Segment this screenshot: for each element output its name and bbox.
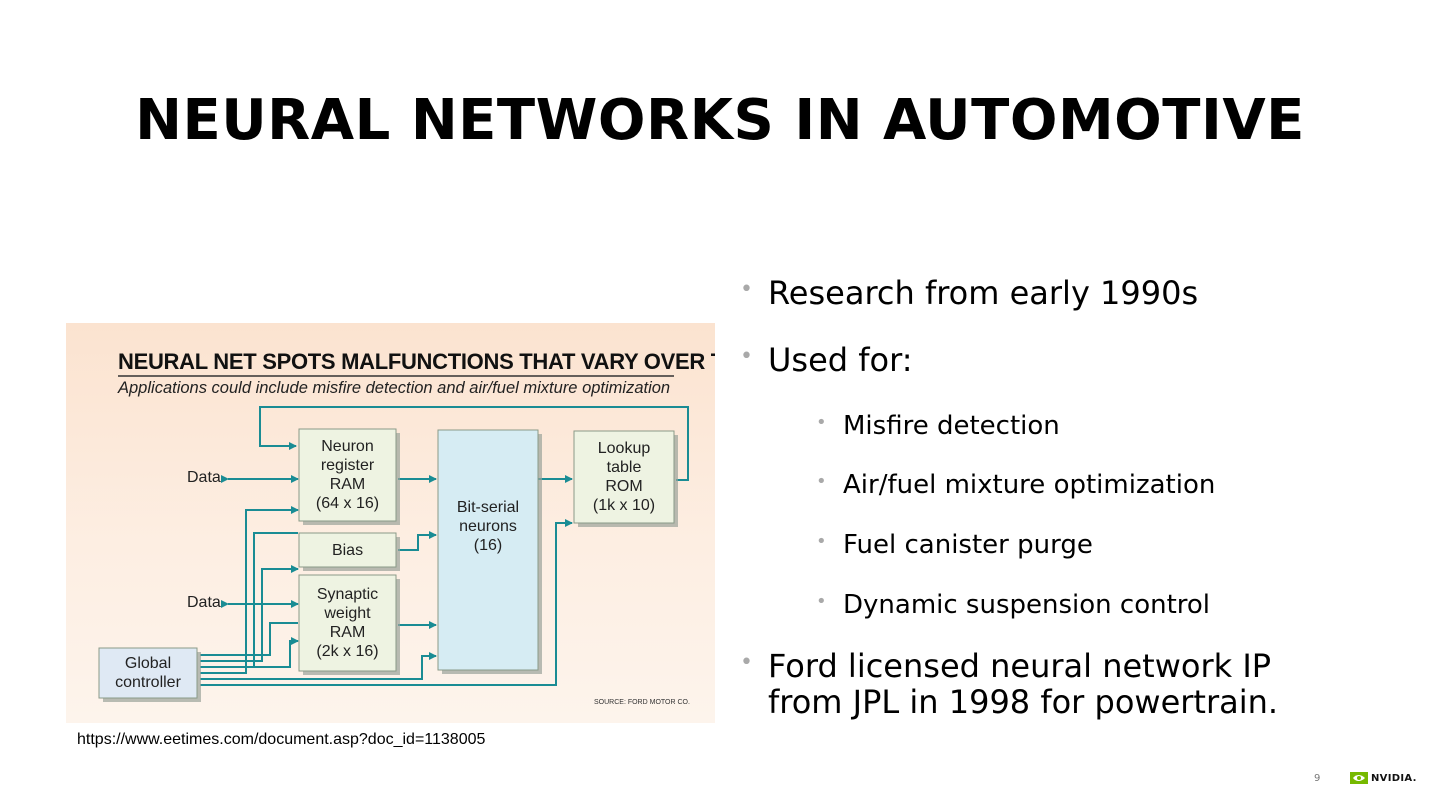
bullet-dot-icon: •: [816, 531, 827, 552]
bullet-text: Misfire detection: [843, 411, 1060, 441]
figure-heading: NEURAL NET SPOTS MALFUNCTIONS THAT VARY …: [118, 349, 715, 374]
synaptic-weight-ram-block: Synaptic weight RAM (2k x 16): [316, 586, 379, 660]
logo-wordmark: NVIDIA.: [1371, 772, 1417, 784]
bullet-text: Fuel canister purge: [843, 530, 1093, 560]
data-label-bottom: Data: [187, 594, 221, 611]
bullet-text: Air/fuel mixture optimization: [843, 470, 1216, 500]
neuron-register-ram-block: Neuron register RAM (64 x 16): [315, 438, 380, 512]
neural-net-diagram: NEURAL NET SPOTS MALFUNCTIONS THAT VARY …: [66, 323, 715, 723]
bullet-dot-icon: •: [816, 591, 827, 612]
bullet-text: from JPL in 1998 for powertrain.: [768, 683, 1279, 721]
bullet-text: Dynamic suspension control: [843, 590, 1211, 620]
nvidia-eye-icon: [1350, 772, 1368, 784]
bullet-text: Research from early 1990s: [768, 274, 1199, 312]
figure-subheading: Applications could include misfire detec…: [118, 379, 671, 397]
diagram-wires: [98, 375, 689, 702]
bit-serial-neurons-block: Bit-serial neurons (16): [456, 499, 520, 554]
bullet-dot-icon: •: [740, 650, 753, 675]
lookup-table-rom-block: Lookup table ROM (1k x 10): [592, 440, 656, 514]
page-number: 9: [1314, 773, 1321, 784]
bullet-dot-icon: •: [816, 412, 827, 433]
bullet-text: Used for:: [768, 341, 913, 379]
bias-block: Bias: [331, 541, 364, 559]
slide-title: NEURAL NETWORKS IN AUTOMOTIVE: [135, 88, 1305, 153]
global-controller-block: Global controller: [115, 655, 181, 691]
source-url-caption[interactable]: https://www.eetimes.com/document.asp?doc…: [77, 731, 486, 748]
bullet-dot-icon: •: [740, 344, 753, 369]
nvidia-logo: NVIDIA.: [1350, 772, 1417, 784]
data-label-top: Data: [187, 469, 221, 486]
bullet-dot-icon: •: [740, 277, 753, 302]
bullet-text: Ford licensed neural network IP: [768, 647, 1272, 685]
figure-source: SOURCE: FORD MOTOR CO.: [594, 699, 690, 706]
bullet-dot-icon: •: [816, 471, 827, 492]
